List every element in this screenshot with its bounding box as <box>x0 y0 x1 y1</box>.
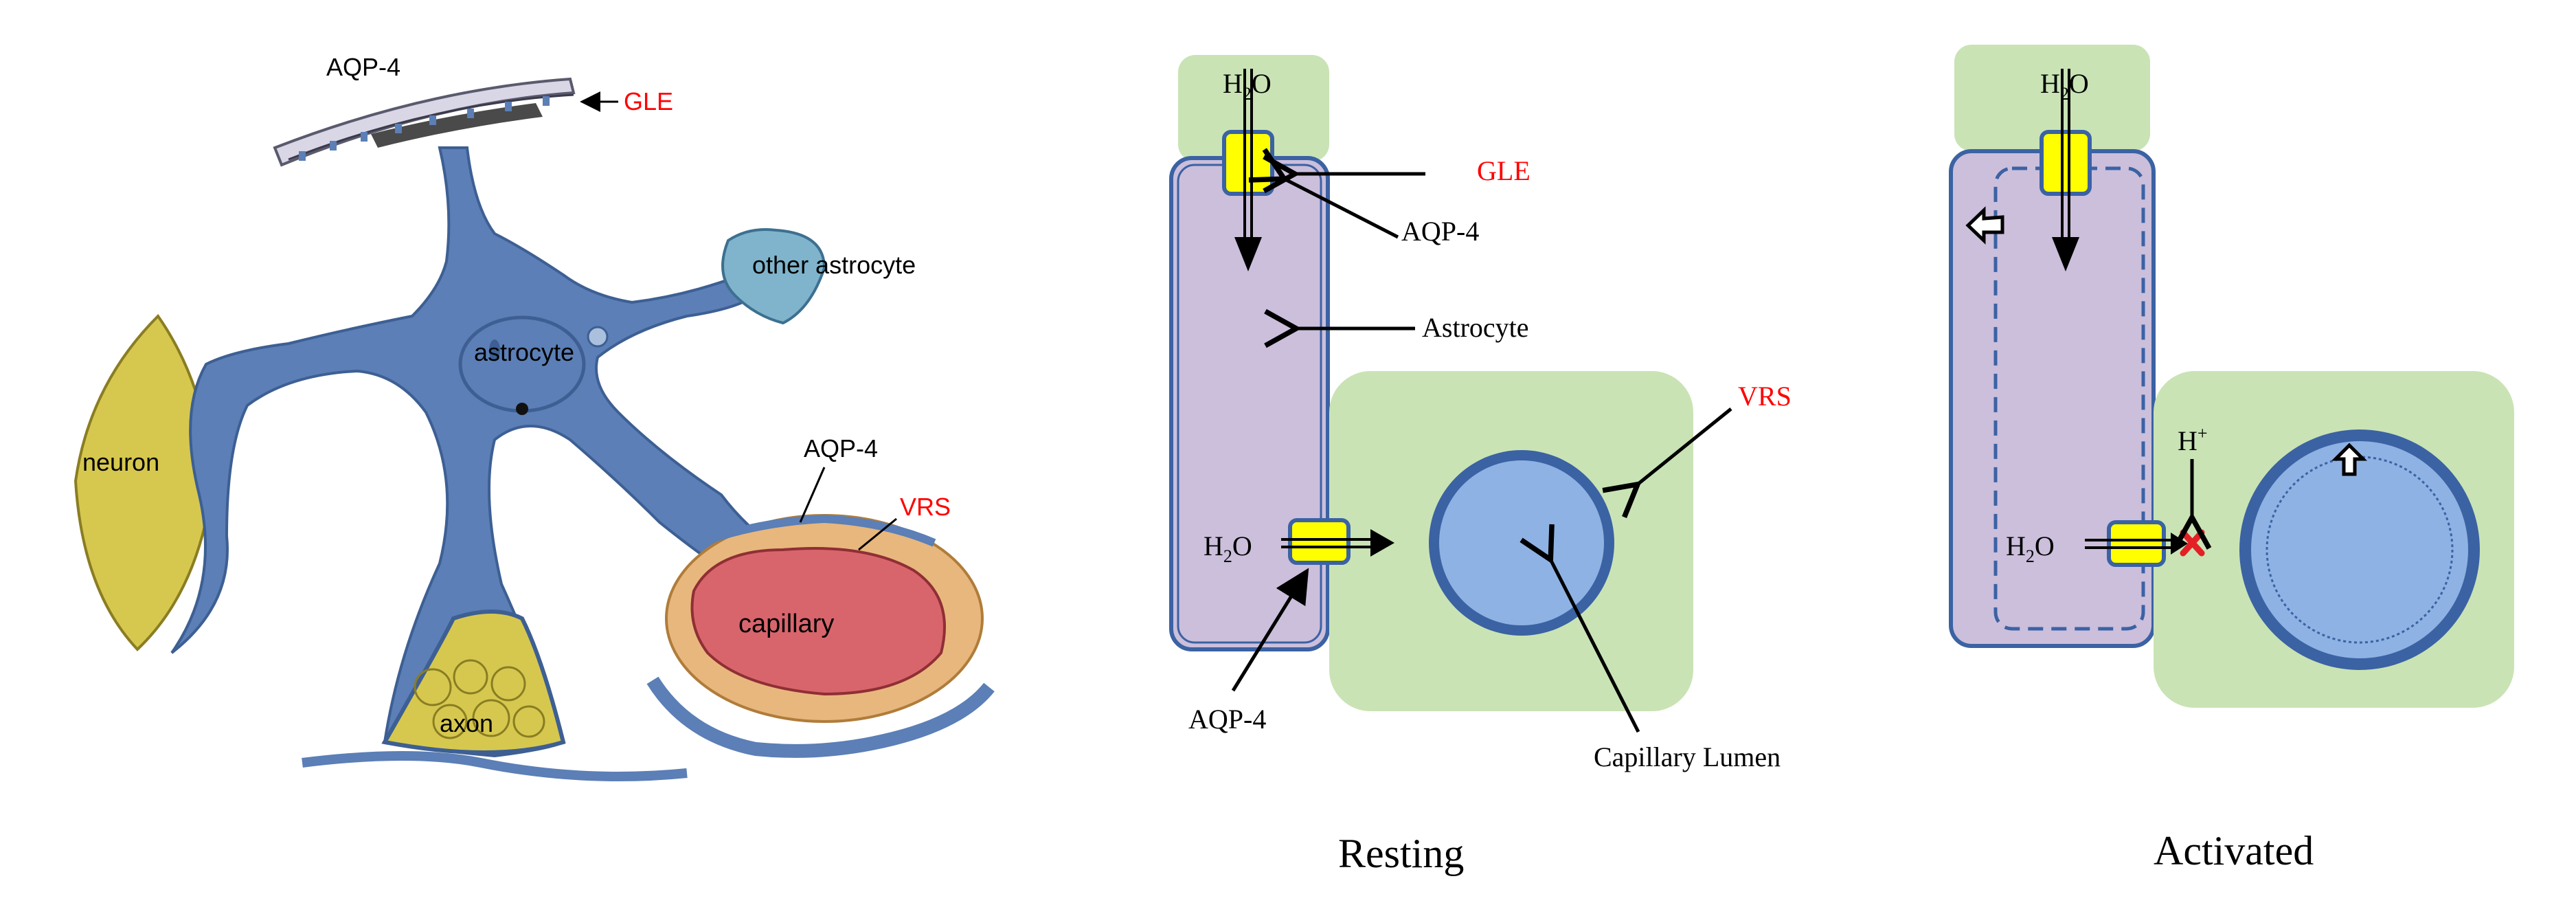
gle-membrane <box>273 77 576 167</box>
label-other-astrocyte: other astrocyte <box>752 251 916 279</box>
axon-bundle <box>302 610 688 781</box>
activated-water-arrow-down <box>2052 237 2079 271</box>
resting-arrow-aqp4-bottom <box>1231 568 1309 692</box>
arrow-vrs <box>858 517 897 551</box>
resting-aqp4-channel-side <box>1288 518 1351 565</box>
activated-expand-arrow <box>2331 443 2368 476</box>
resting-water-arrow-right <box>1370 529 1394 557</box>
capillary-vessel <box>646 514 995 758</box>
arrow-aqp4-mid <box>799 467 826 523</box>
other-astrocyte <box>721 228 826 325</box>
label-aqp4-top: AQP-4 <box>326 53 400 81</box>
label-capillary: capillary <box>738 610 834 638</box>
resting-label-capillary-lumen: Capillary Lumen <box>1594 741 1781 772</box>
activated-aqp4-channel-side <box>2107 520 2166 567</box>
label-gle: GLE <box>624 87 673 115</box>
activated-panel: H2O H2O H+ Activated <box>1949 45 2514 873</box>
label-neuron: neuron <box>82 448 159 476</box>
resting-aqp4-channel-top <box>1222 130 1274 196</box>
label-vrs: VRS <box>900 493 951 521</box>
activated-proton-label: H+ <box>2178 423 2208 456</box>
resting-title: Resting <box>1338 831 1464 876</box>
neuron-body <box>74 313 215 651</box>
resting-label-astrocyte: Astrocyte <box>1422 312 1529 343</box>
resting-label-aqp4-bottom: AQP-4 <box>1188 704 1266 735</box>
activated-aqp4-channel-top <box>2040 130 2092 196</box>
resting-label-gle: GLE <box>1477 155 1530 186</box>
activated-water-side: H2O <box>2006 530 2055 566</box>
activated-capillary-lumen <box>2251 441 2468 658</box>
resting-gle-box <box>1178 55 1329 161</box>
resting-arrow-lumen <box>1549 557 1640 733</box>
activated-water-top: H2O <box>2040 68 2089 104</box>
activated-title: Activated <box>2154 828 2314 873</box>
activated-shrink-arrow <box>1965 206 2004 245</box>
resting-panel: H2O GLE AQP-4 Astrocyte VRS H2O AQP-4 Ca… <box>1169 55 1792 876</box>
resting-label-aqp4-top: AQP-4 <box>1401 216 1479 247</box>
resting-water-side: H2O <box>1204 530 1252 566</box>
astrocyte-anatomy-panel: AQP-4 GLE other astrocyte astrocyte neur… <box>74 53 995 781</box>
resting-water-arrow-down <box>1234 237 1262 271</box>
resting-water-top: H2O <box>1223 68 1272 104</box>
resting-arrow-vrs <box>1635 407 1732 487</box>
resting-label-vrs: VRS <box>1738 381 1792 412</box>
label-axon: axon <box>440 709 493 737</box>
resting-arrow-aqp4-top <box>1281 177 1399 239</box>
label-astrocyte: astrocyte <box>474 338 574 366</box>
label-aqp4-mid: AQP-4 <box>804 434 878 462</box>
activated-gle-box <box>1954 45 2150 151</box>
resting-capillary-lumen <box>1439 460 1604 625</box>
